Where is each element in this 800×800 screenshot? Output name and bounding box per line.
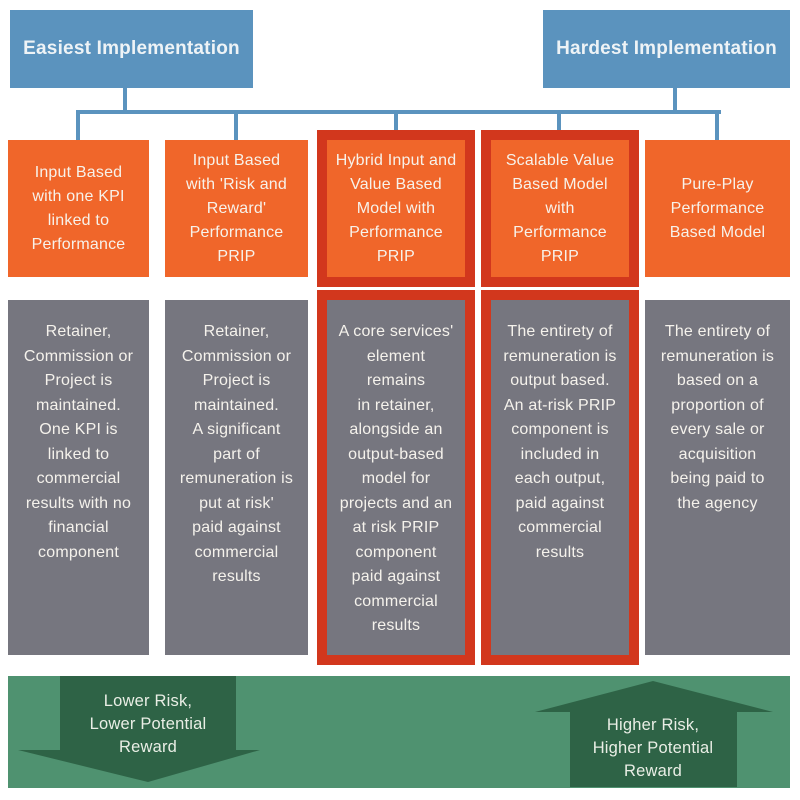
highlight-frame-description-3: A core services' element remains in reta… [317, 290, 475, 665]
connector-drop-5 [715, 112, 719, 140]
model-description-5: The entirety of remuneration is based on… [645, 300, 790, 655]
model-title-1: Input Based with one KPI linked to Perfo… [8, 140, 149, 277]
down-arrow-icon [18, 676, 260, 782]
highlight-frame-title-3: Hybrid Input and Value Based Model with … [317, 130, 475, 287]
connector-horizontal-bar [76, 110, 721, 114]
connector-hardest-stub [673, 88, 677, 112]
model-title-2: Input Based with 'Risk and Reward' Perfo… [165, 140, 308, 277]
lower-risk-label: Lower Risk, Lower Potential Reward [89, 692, 207, 756]
up-arrow-icon [535, 681, 773, 787]
risk-reward-banner: Lower Risk, Lower Potential Reward Highe… [8, 676, 790, 788]
easiest-implementation-header: Easiest Implementation [10, 10, 253, 88]
hardest-implementation-label: Hardest Implementation [556, 38, 777, 59]
connector-drop-2 [234, 112, 238, 140]
model-title-5: Pure-Play Performance Based Model [645, 140, 790, 277]
connector-drop-3 [394, 112, 398, 140]
model-description-3: A core services' element remains in reta… [327, 300, 465, 655]
connector-easiest-stub [123, 88, 127, 112]
easiest-implementation-label: Easiest Implementation [23, 38, 240, 59]
hardest-implementation-header: Hardest Implementation [543, 10, 790, 88]
highlight-frame-title-4: Scalable Value Based Model with Performa… [481, 130, 639, 287]
model-description-2: Retainer, Commission or Project is maint… [165, 300, 308, 655]
connector-drop-1 [76, 112, 80, 140]
risk-arrows-graphic [18, 676, 773, 787]
higher-risk-label: Higher Risk, Higher Potential Reward [592, 716, 714, 780]
model-title-3: Hybrid Input and Value Based Model with … [327, 140, 465, 277]
highlight-frame-description-4: The entirety of remuneration is output b… [481, 290, 639, 665]
model-description-1: Retainer, Commission or Project is maint… [8, 300, 149, 655]
model-title-4: Scalable Value Based Model with Performa… [491, 140, 629, 277]
connector-drop-4 [557, 112, 561, 140]
model-description-4: The entirety of remuneration is output b… [491, 300, 629, 655]
